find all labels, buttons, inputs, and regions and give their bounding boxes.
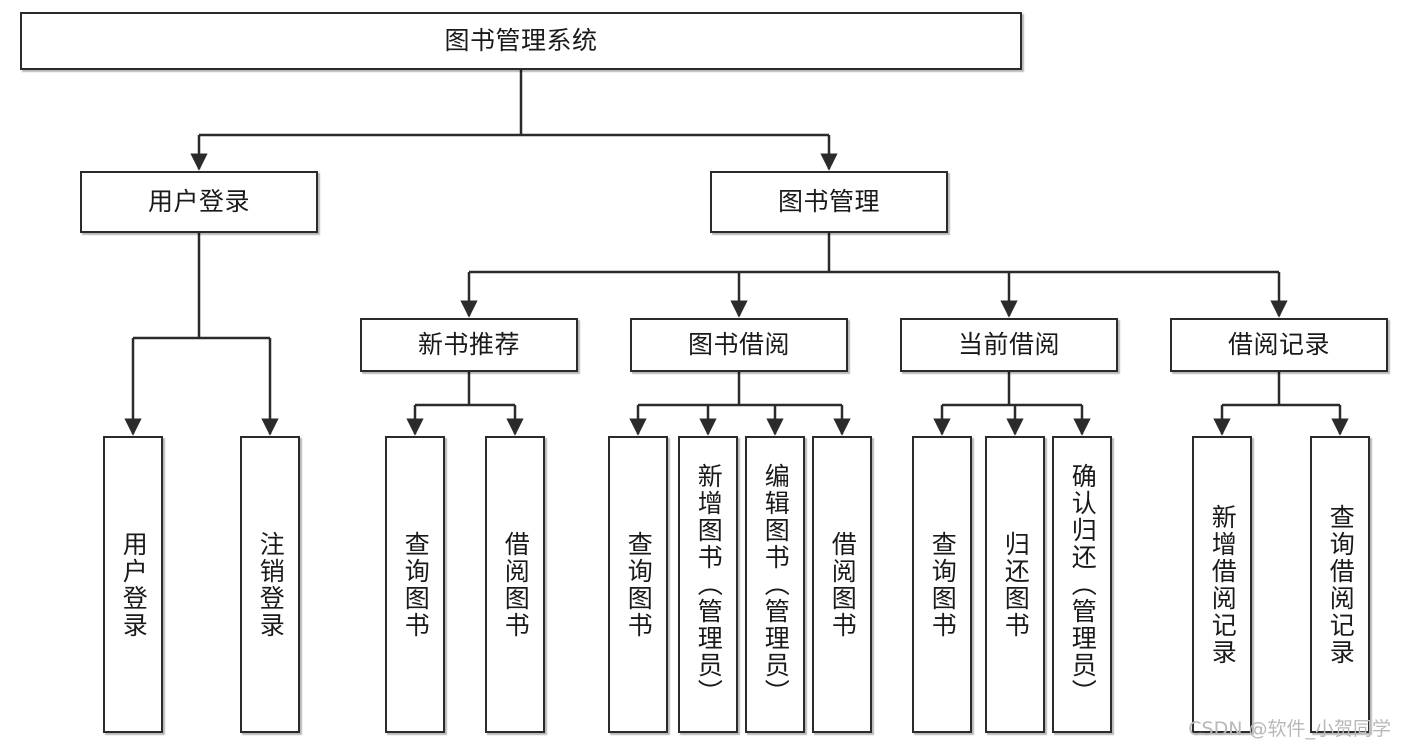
node-book-borrow[interactable]: 图书借阅 <box>630 318 848 372</box>
node-leaf-confirm-return[interactable]: 确认归还（管理员） <box>1052 436 1112 733</box>
watermark-text: CSDN @软件_小贺同学 <box>1188 718 1391 740</box>
node-label: 查询图书 <box>928 530 958 639</box>
node-leaf-borrow-book-rec[interactable]: 借阅图书 <box>485 436 545 733</box>
node-leaf-query-record[interactable]: 查询借阅记录 <box>1310 436 1370 733</box>
node-label: 编辑图书（管理员） <box>761 463 791 706</box>
node-label: 新增借阅记录 <box>1208 503 1238 666</box>
node-label: 图书借阅 <box>687 329 790 359</box>
node-label: 查询借阅记录 <box>1326 503 1356 666</box>
node-leaf-user-login[interactable]: 用户登录 <box>103 436 163 733</box>
node-user-login[interactable]: 用户登录 <box>80 171 318 233</box>
node-leaf-borrow-book[interactable]: 借阅图书 <box>812 436 872 733</box>
node-leaf-add-book[interactable]: 新增图书（管理员） <box>678 436 738 733</box>
node-root-system[interactable]: 图书管理系统 <box>20 12 1022 70</box>
node-leaf-return-book[interactable]: 归还图书 <box>985 436 1045 733</box>
node-current-borrow[interactable]: 当前借阅 <box>900 318 1118 372</box>
node-label: 图书管理 <box>777 186 880 216</box>
node-label: 借阅图书 <box>828 530 858 639</box>
node-leaf-query-book-cur[interactable]: 查询图书 <box>912 436 972 733</box>
node-leaf-edit-book[interactable]: 编辑图书（管理员） <box>745 436 805 733</box>
node-leaf-logout[interactable]: 注销登录 <box>240 436 300 733</box>
node-label: 借阅记录 <box>1227 329 1330 359</box>
node-book-manage[interactable]: 图书管理 <box>710 171 948 233</box>
node-label: 当前借阅 <box>957 329 1060 359</box>
node-label: 新书推荐 <box>417 329 520 359</box>
node-label: 查询图书 <box>401 530 431 639</box>
node-label: 归还图书 <box>1001 530 1031 639</box>
node-label: 用户登录 <box>147 186 250 216</box>
node-label: 确认归还（管理员） <box>1068 463 1098 706</box>
node-label: 新增图书（管理员） <box>694 463 724 706</box>
node-leaf-query-book-rec[interactable]: 查询图书 <box>385 436 445 733</box>
node-leaf-add-record[interactable]: 新增借阅记录 <box>1192 436 1252 733</box>
node-new-book-recommend[interactable]: 新书推荐 <box>360 318 578 372</box>
node-label: 图书管理系统 <box>444 25 598 55</box>
node-label: 查询图书 <box>624 530 654 639</box>
node-leaf-query-book[interactable]: 查询图书 <box>608 436 668 733</box>
node-borrow-record[interactable]: 借阅记录 <box>1170 318 1388 372</box>
node-label: 注销登录 <box>256 530 286 639</box>
node-label: 用户登录 <box>119 530 149 639</box>
node-label: 借阅图书 <box>501 530 531 639</box>
